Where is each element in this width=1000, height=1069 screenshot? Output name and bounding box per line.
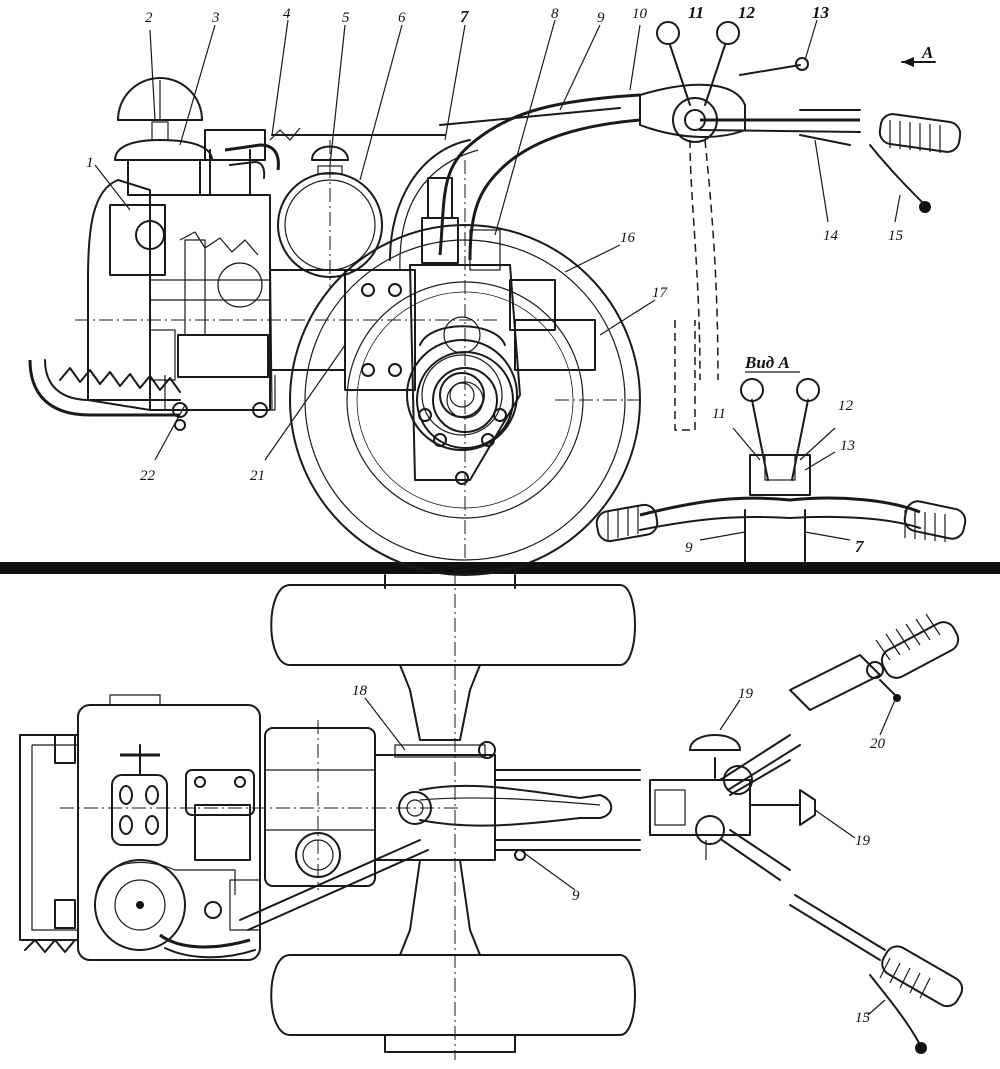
axle-hub	[399, 664, 481, 956]
air-filter	[114, 77, 213, 196]
label-4: 4	[283, 6, 291, 22]
ground-line	[0, 562, 1000, 574]
label-22: 22	[140, 468, 156, 484]
direction-arrow-label: А	[921, 43, 933, 62]
fuel-tank-top	[264, 720, 376, 890]
label-16: 16	[620, 230, 636, 246]
view-a: Вид А 11 12 13 9 7	[595, 353, 967, 566]
label-11: 11	[688, 3, 704, 22]
label-10: 10	[632, 6, 648, 22]
side-view: 1 2 3 4 5 6 7 8 9 10 11 12 13 14 15 16 1…	[0, 3, 1000, 576]
brake-grip-20	[789, 613, 960, 711]
view-a-label-7: 7	[855, 537, 865, 556]
top-label-15: 15	[855, 1010, 871, 1026]
top-label-20: 20	[870, 736, 886, 752]
handle-assembly-top	[649, 734, 816, 881]
label-2: 2	[145, 10, 153, 26]
top-view: 18 19 20 19 9 15	[19, 570, 964, 1060]
alternate-handle-position	[555, 139, 719, 431]
top-label-19-lever: 19	[855, 833, 871, 849]
top-label-9: 9	[572, 888, 580, 904]
top-label-18: 18	[352, 683, 368, 699]
view-a-label-11: 11	[712, 406, 726, 422]
top-label-19-knob: 19	[738, 686, 754, 702]
handlebar-tube	[389, 93, 641, 271]
label-8: 8	[551, 6, 559, 22]
gearbox	[344, 160, 596, 565]
top-wheel-lower	[270, 954, 636, 1053]
view-a-label-12: 12	[838, 398, 854, 414]
top-leader-lines	[364, 697, 896, 1016]
label-6: 6	[398, 10, 406, 26]
label-7: 7	[460, 7, 470, 26]
label-1: 1	[86, 155, 94, 171]
engine-top	[19, 694, 460, 961]
label-17: 17	[652, 285, 669, 301]
label-12: 12	[738, 3, 756, 22]
view-a-label-9: 9	[685, 540, 693, 556]
throttle-grip-15	[789, 894, 964, 1054]
label-5: 5	[342, 10, 350, 26]
view-a-label-13: 13	[840, 438, 855, 454]
label-15: 15	[888, 228, 904, 244]
engine	[75, 129, 500, 418]
label-14: 14	[823, 228, 839, 244]
front-skid	[28, 359, 186, 431]
fuel-tank	[277, 140, 383, 290]
handle-controls	[639, 21, 962, 213]
top-wheel-upper	[270, 574, 636, 666]
label-9: 9	[597, 10, 605, 26]
label-3: 3	[211, 10, 220, 26]
label-13: 13	[812, 3, 830, 22]
view-a-title: Вид А	[744, 353, 790, 372]
frame-top	[204, 741, 641, 931]
leader-lines	[94, 19, 936, 461]
label-21: 21	[250, 468, 265, 484]
